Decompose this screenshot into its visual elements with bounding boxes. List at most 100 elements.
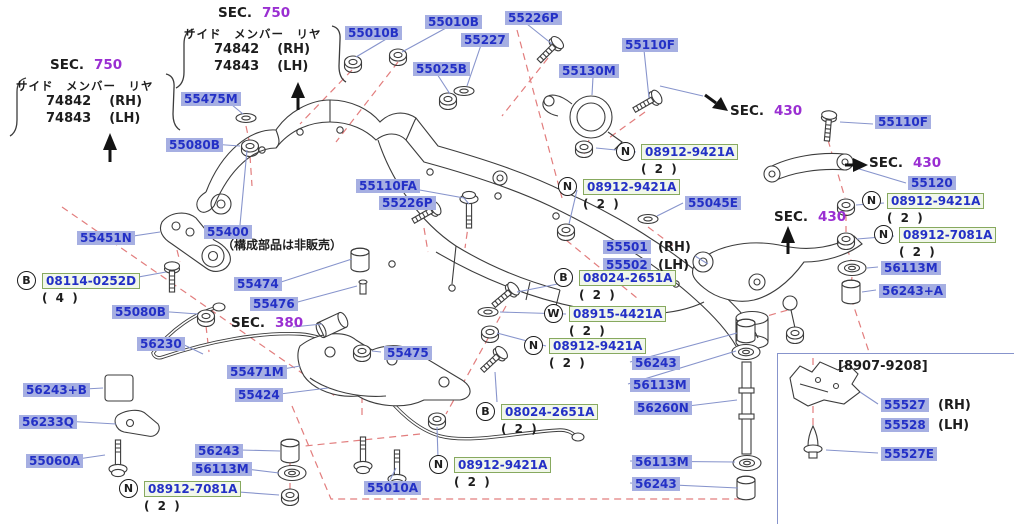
sec-ref-label: SEC. <box>774 209 808 225</box>
part-label-55226P-12[interactable]: 55226P <box>379 196 436 210</box>
japanese-caption: サイド メンバー リヤ <box>16 79 154 93</box>
sec-ref-number: 750 <box>261 5 291 21</box>
arrow-icons <box>103 82 868 254</box>
part-label-55475M-9[interactable]: 55475M <box>181 92 241 106</box>
fastener-part-number[interactable]: 08024-2651A <box>579 269 677 286</box>
sec-ref-label: SEC. <box>730 103 764 119</box>
part-label-55502-17[interactable]: 55502 <box>603 258 651 272</box>
part-label-55451N-15[interactable]: 55451N <box>77 231 135 245</box>
part-label-55226P-2[interactable]: 55226P <box>505 11 562 25</box>
fastener-quantity: ( 2 ) <box>144 499 182 513</box>
part-label-55475-22[interactable]: 55475 <box>384 346 432 360</box>
part-label-55080B-10[interactable]: 55080B <box>166 138 223 152</box>
part-label-55010A-35[interactable]: 55010A <box>364 481 422 495</box>
part-label-55110F-5[interactable]: 55110F <box>622 38 678 52</box>
part-label-55110FA-11[interactable]: 55110FA <box>356 179 420 193</box>
sec-ref-label: SEC. <box>231 315 265 331</box>
part-label-56113M-36[interactable]: 56113M <box>632 455 692 469</box>
part-label-56113M-34[interactable]: 56113M <box>192 462 252 476</box>
side-indicator: (RH) <box>658 240 691 255</box>
fasteners-art <box>104 33 867 507</box>
part-label-55010B-0[interactable]: 55010B <box>345 26 402 40</box>
fastener-part-number[interactable]: 08912-9421A <box>454 456 552 473</box>
part-label-55527E-40[interactable]: 55527E <box>881 447 937 461</box>
part-label-55045E-13[interactable]: 55045E <box>685 196 741 210</box>
sec-ref-430-0: SEC. 430 <box>730 104 802 119</box>
fastener-prefix-circle: N <box>119 479 138 498</box>
fastener-part-number[interactable]: 08912-9421A <box>641 143 739 160</box>
fastener-quantity: ( 2 ) <box>641 162 679 176</box>
part-label-55471M-23[interactable]: 55471M <box>227 365 287 379</box>
part-label-56243+A-32[interactable]: 56243+A <box>879 284 947 298</box>
part-label-55060A-27[interactable]: 55060A <box>26 454 84 468</box>
member-stay-bracket-art <box>297 333 471 407</box>
fastener-part-number[interactable]: 08912-7081A <box>899 226 997 243</box>
part-label-55400-14[interactable]: 55400 <box>204 225 252 239</box>
part-label-56230-21[interactable]: 56230 <box>137 337 185 351</box>
part-label-55010B-1[interactable]: 55010B <box>425 15 482 29</box>
sec-ref-number: 430 <box>817 209 847 225</box>
fastener-quantity: ( 2 ) <box>899 245 937 259</box>
part-label-55110F-7[interactable]: 55110F <box>875 115 931 129</box>
not-sold-separately-note: （構成部品は非販売） <box>222 238 343 252</box>
part-label-55476-19[interactable]: 55476 <box>250 297 298 311</box>
sec-ref-380-3: SEC. 380 <box>231 316 303 331</box>
part-label-55227-3[interactable]: 55227 <box>461 33 509 47</box>
fastener-part-number[interactable]: 08912-9421A <box>583 178 681 195</box>
legend-box-parts-art <box>789 361 861 459</box>
sec-ref-label: SEC.750 <box>218 5 291 21</box>
sec-ref-430-2: SEC. 430 <box>774 210 846 225</box>
ref-part-row: 74842(RH) <box>46 94 143 109</box>
ref-part-row: 74843(LH) <box>214 59 309 74</box>
sec-ref-number: 380 <box>274 315 304 331</box>
fastener-part-number[interactable]: 08114-0252D <box>42 272 141 289</box>
fastener-part-number[interactable]: 08024-2651A <box>501 403 599 420</box>
fastener-label-08912-7081A-10: N 08912-7081A ( 2 ) <box>119 479 242 513</box>
ref-part-row: 74843(LH) <box>46 111 141 126</box>
part-label-55120-8[interactable]: 55120 <box>908 176 956 190</box>
fastener-part-number[interactable]: 08912-7081A <box>144 480 242 497</box>
part-label-55501-16[interactable]: 55501 <box>603 240 651 254</box>
part-label-56260N-30[interactable]: 56260N <box>634 401 692 415</box>
part-label-55130M-6[interactable]: 55130M <box>559 64 619 78</box>
side-indicator: (LH) <box>658 258 690 273</box>
fastener-quantity: ( 4 ) <box>42 291 80 305</box>
part-label-56243+B-25[interactable]: 56243+B <box>23 383 90 397</box>
fastener-prefix-circle: N <box>524 336 543 355</box>
part-label-55527-38[interactable]: 55527 <box>881 398 929 412</box>
applicability-range: [8907-9208] <box>838 359 928 374</box>
japanese-caption: サイド メンバー リヤ <box>184 27 322 41</box>
sec-ref-430-1: SEC.430 <box>869 156 941 171</box>
part-label-55080B-20[interactable]: 55080B <box>112 305 169 319</box>
fastener-part-number[interactable]: 08912-9421A <box>887 192 985 209</box>
sec-ref-number: 750 <box>93 57 123 73</box>
part-label-55528-39[interactable]: 55528 <box>881 418 929 432</box>
fastener-prefix-circle: N <box>429 455 448 474</box>
part-label-56113M-29[interactable]: 56113M <box>630 378 690 392</box>
part-label-56113M-31[interactable]: 56113M <box>881 261 941 275</box>
fastener-part-number[interactable]: 08912-9421A <box>549 337 647 354</box>
part-label-55424-24[interactable]: 55424 <box>235 388 283 402</box>
part-label-56243-37[interactable]: 56243 <box>632 477 680 491</box>
part-label-55025B-4[interactable]: 55025B <box>413 62 470 76</box>
applicability-legend-box <box>777 353 1014 524</box>
part-label-56243-28[interactable]: 56243 <box>632 356 680 370</box>
part-label-55474-18[interactable]: 55474 <box>234 277 282 291</box>
fastener-quantity: ( 2 ) <box>887 211 925 225</box>
up-arrow-icon <box>781 226 795 254</box>
part-label-56233Q-26[interactable]: 56233Q <box>19 415 77 429</box>
up-arrow-icon <box>291 82 305 110</box>
sec-ref-number: 430 <box>912 155 942 171</box>
fastener-prefix-circle: B <box>554 268 573 287</box>
sec-ref-number: 430 <box>773 103 803 119</box>
fastener-part-number[interactable]: 08915-4421A <box>569 305 667 322</box>
sec-750-reference-block-left: SEC.750 サイド メンバー リヤ 74842(RH) 74843(LH) <box>16 58 154 127</box>
part-label-56243-33[interactable]: 56243 <box>195 444 243 458</box>
sec-ref-label: SEC.750 <box>50 57 123 73</box>
